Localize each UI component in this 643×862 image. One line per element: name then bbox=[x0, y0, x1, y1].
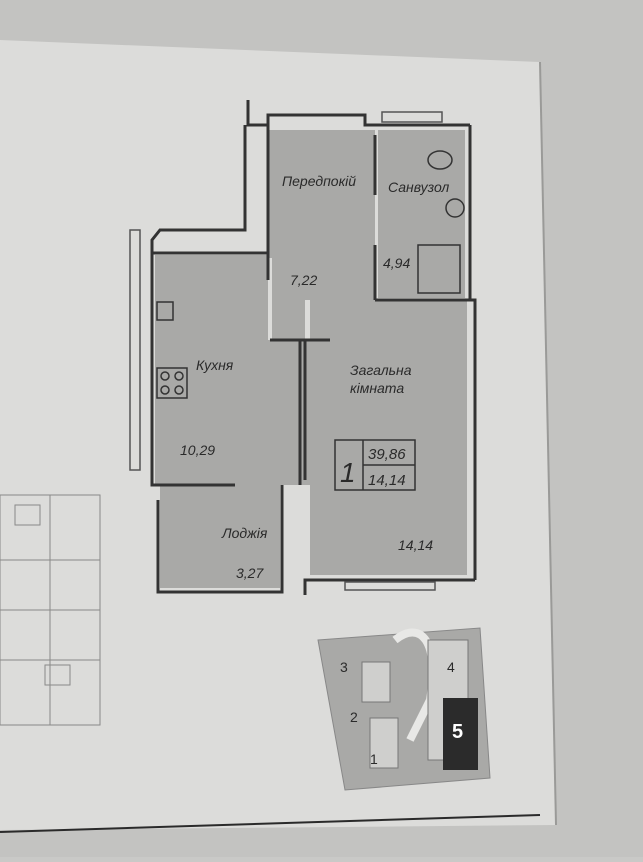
summary-living-area: 14,14 bbox=[368, 472, 406, 489]
site-label-2: 2 bbox=[350, 709, 358, 725]
living-label-line2: кімната bbox=[350, 380, 404, 396]
living-label-line1: Загальна bbox=[350, 362, 412, 378]
area-summary-box: 1 39,86 14,14 bbox=[334, 439, 416, 491]
outer-wall-left bbox=[150, 125, 247, 487]
sheet-border bbox=[0, 814, 541, 833]
fixtures bbox=[156, 150, 465, 399]
kitchen-fill bbox=[155, 255, 300, 485]
hallway-fill bbox=[268, 130, 375, 340]
outer-wall-right bbox=[468, 125, 477, 580]
site-label-5: 5 bbox=[452, 721, 463, 743]
living-fill bbox=[300, 300, 467, 575]
site-highlight-building bbox=[443, 698, 478, 770]
living-area: 14,14 bbox=[398, 537, 433, 553]
kitchen-area: 10,29 bbox=[180, 442, 215, 458]
building-floor-thumbnail bbox=[0, 494, 101, 726]
toilet-icon bbox=[427, 150, 453, 170]
site-map: 3 2 1 4 5 bbox=[317, 627, 491, 791]
site-label-4: 4 bbox=[447, 659, 455, 675]
paper-edge bbox=[539, 61, 557, 826]
kitchen-label: Кухня bbox=[196, 357, 234, 373]
loggia-label: Лоджія bbox=[221, 525, 268, 541]
summary-total-area: 39,86 bbox=[368, 446, 406, 463]
apartment-plan bbox=[150, 100, 477, 595]
hallway-label: Передпокій bbox=[282, 173, 356, 189]
hallway-area: 7,22 bbox=[290, 272, 317, 288]
loggia-walls bbox=[156, 485, 284, 594]
outer-wall-top bbox=[246, 100, 470, 127]
shower-tray-icon bbox=[417, 244, 461, 294]
windows bbox=[129, 111, 443, 591]
loggia-area: 3,27 bbox=[236, 565, 264, 581]
stove-icon bbox=[156, 367, 188, 399]
site-label-1: 1 bbox=[370, 751, 378, 767]
site-label-3: 3 bbox=[340, 659, 348, 675]
washbasin-icon bbox=[445, 198, 465, 218]
loggia-fill bbox=[160, 485, 280, 588]
outer-wall-bottom bbox=[303, 578, 475, 595]
window-bath bbox=[381, 111, 443, 123]
window-kitchen bbox=[129, 229, 141, 471]
bathroom-area: 4,94 bbox=[383, 255, 410, 271]
sink-icon bbox=[156, 301, 174, 321]
summary-rooms: 1 bbox=[340, 457, 356, 488]
window-living bbox=[344, 581, 436, 591]
bathroom-fill bbox=[378, 130, 465, 298]
bathroom-label: Санвузол bbox=[388, 179, 449, 195]
